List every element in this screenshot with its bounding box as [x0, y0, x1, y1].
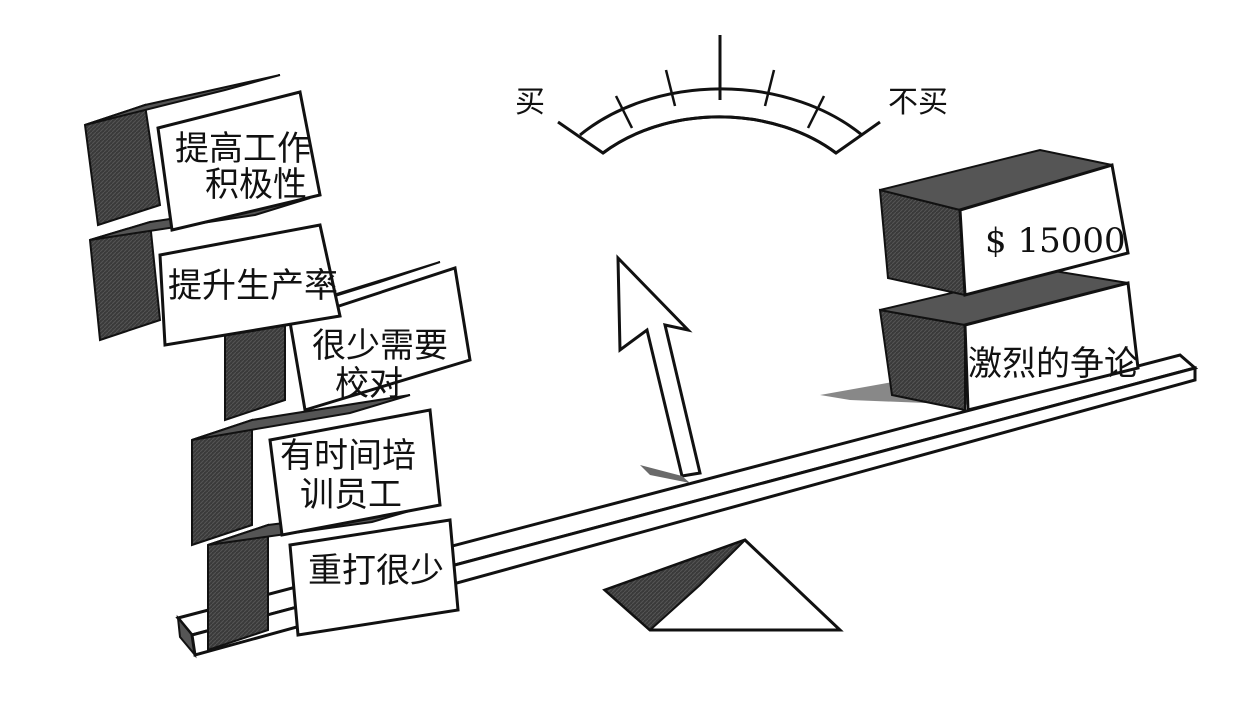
left-block-5: 提高工作 积极性	[83, 74, 322, 232]
left-block-stack: 重打很少 有时间培 训员工 很少需要 校对 提升生产率	[83, 74, 472, 652]
right-block-1-line-1: 激烈的争论	[968, 344, 1138, 384]
direction-arrow	[616, 254, 702, 483]
gauge-arc-inner	[602, 115, 837, 155]
left-block-3-line-2: 校对	[335, 364, 403, 404]
gauge-tick	[806, 95, 826, 129]
right-block-2-line-1: $ 15000	[985, 221, 1126, 261]
left-block-2-line-2: 训员工	[300, 475, 402, 515]
gauge-left-label: 买	[515, 85, 545, 120]
gauge-tick	[763, 69, 776, 107]
gauge: 买 不买	[515, 35, 948, 155]
gauge-right-label: 不买	[888, 85, 948, 120]
left-block-1-line-1: 重打很少	[308, 551, 444, 591]
right-block-1: 激烈的争论	[878, 268, 1140, 412]
gauge-arc-outer	[557, 115, 881, 155]
left-block-4: 提升生产率	[88, 197, 342, 347]
gauge-tick	[614, 95, 634, 129]
right-block-stack: 激烈的争论 $ 15000	[878, 148, 1140, 412]
right-block-2: $ 15000	[878, 148, 1130, 297]
left-block-3-line-1: 很少需要	[312, 326, 448, 366]
left-block-2: 有时间培 训员工	[191, 394, 442, 547]
left-block-5-line-1: 提高工作	[175, 129, 311, 169]
left-block-3: 很少需要 校对	[224, 261, 472, 422]
left-block-5-line-2: 积极性	[205, 165, 307, 205]
left-block-4-line-1: 提升生产率	[168, 266, 338, 306]
fulcrum	[602, 538, 844, 632]
gauge-tick	[664, 69, 677, 107]
left-block-2-line-1: 有时间培	[280, 436, 416, 476]
